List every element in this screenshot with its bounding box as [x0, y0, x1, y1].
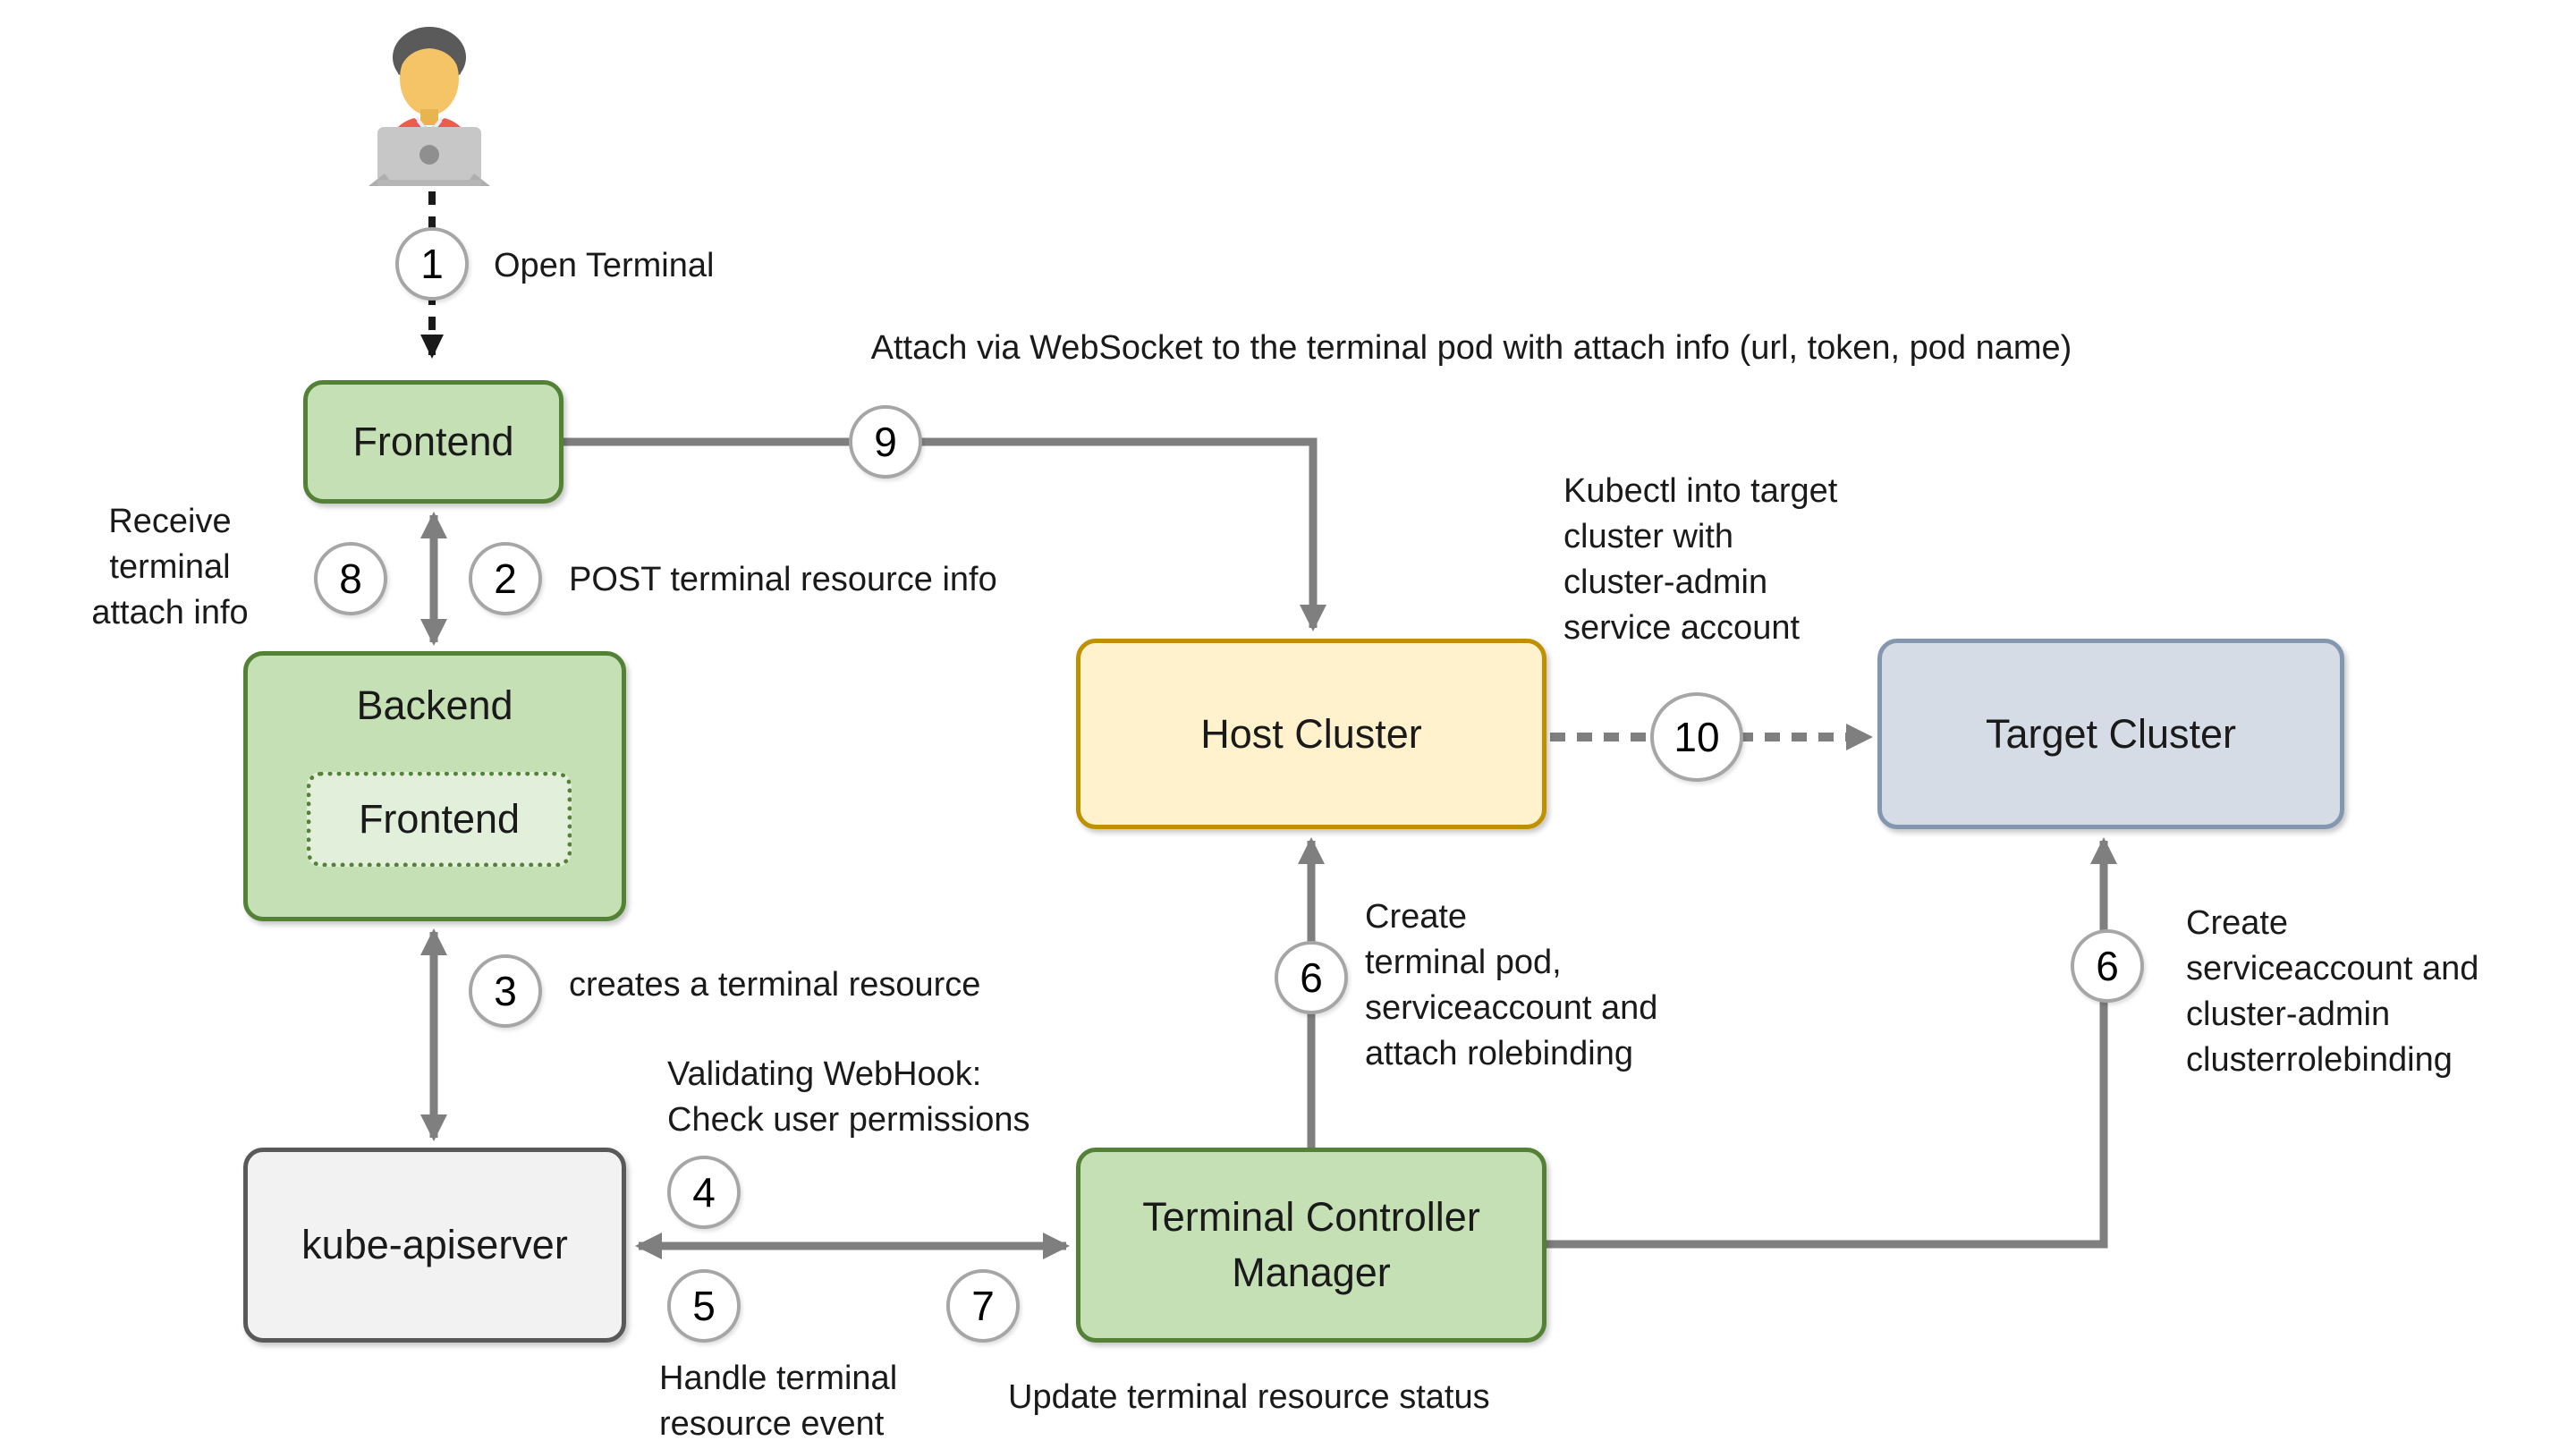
label-open-terminal: Open Terminal — [494, 247, 715, 284]
node-backend-label: Backend — [356, 682, 513, 728]
node-backend: Backend Frontend — [243, 651, 626, 921]
step-circle-2: 2 — [469, 542, 542, 615]
step-circle-9: 9 — [849, 405, 922, 479]
node-kube-apiserver: kube-apiserver — [243, 1148, 626, 1343]
node-host-cluster: Host Cluster — [1076, 639, 1546, 829]
label-receive-terminal-attach-info: Receive terminal attach info — [91, 503, 249, 631]
label-validating-webhook: Validating WebHook: Check user permissio… — [667, 1055, 1030, 1139]
step-circle-8: 8 — [314, 542, 387, 615]
step-circle-5: 5 — [667, 1269, 741, 1343]
label-attach-websocket: Attach via WebSocket to the terminal pod… — [870, 329, 2072, 367]
step-circle-7: 7 — [946, 1269, 1020, 1343]
step-circle-1: 1 — [395, 227, 469, 301]
arrow-frontend-to-hostcluster — [564, 437, 1326, 631]
node-backend-inner-frontend: Frontend — [307, 772, 572, 867]
user-icon — [369, 27, 490, 186]
node-frontend: Frontend — [303, 380, 564, 504]
label-creates-terminal-resource: creates a terminal resource — [569, 966, 981, 1004]
node-terminal-controller-manager: Terminal Controller Manager — [1076, 1148, 1546, 1343]
label-create-serviceaccount: Create serviceaccount and cluster-admin … — [2186, 904, 2479, 1079]
node-target-cluster: Target Cluster — [1877, 639, 2344, 829]
label-handle-terminal-resource-event: Handle terminal resource event — [659, 1360, 898, 1443]
step-circle-10: 10 — [1650, 692, 1743, 782]
label-kubectl-into-target-cluster: Kubectl into target cluster with cluster… — [1563, 472, 1838, 647]
label-create-terminal-pod: Create terminal pod, serviceaccount and … — [1365, 898, 1658, 1072]
step-circle-6-target: 6 — [2071, 929, 2144, 1003]
label-post-terminal-resource-info: POST terminal resource info — [569, 561, 997, 598]
step-circle-4: 4 — [667, 1156, 741, 1229]
step-circle-3: 3 — [469, 954, 542, 1028]
step-circle-6-host: 6 — [1275, 941, 1348, 1014]
label-update-terminal-resource-status: Update terminal resource status — [1008, 1378, 1490, 1416]
